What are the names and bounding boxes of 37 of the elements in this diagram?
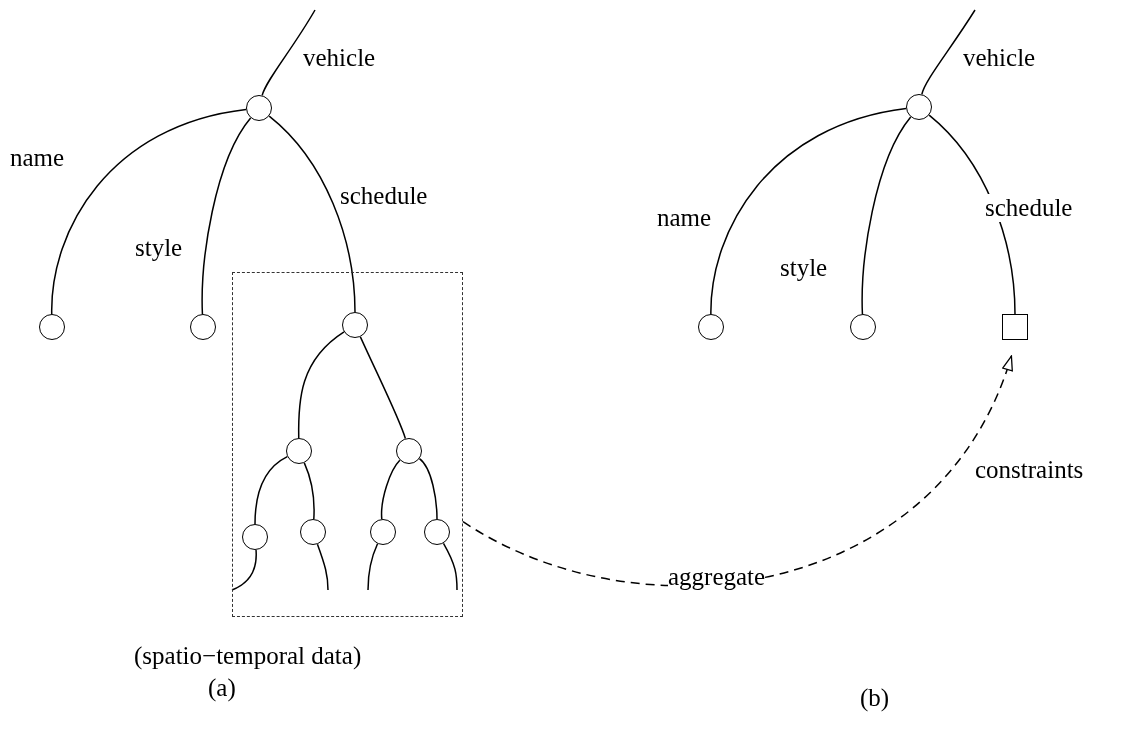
connector-line: [921, 9, 976, 96]
connector-line: [201, 117, 252, 315]
connector-line: [51, 108, 247, 315]
tree-node-circle: [285, 437, 312, 464]
connector-line: [297, 331, 345, 439]
panel-label: (a): [208, 674, 236, 702]
connector-line: [418, 458, 438, 520]
connector-line: [303, 462, 315, 520]
connector-line: [254, 455, 289, 525]
connector-line: [710, 107, 907, 315]
connector-line: [380, 459, 401, 520]
tree-node-circle: [241, 523, 268, 550]
tree-node-circle: [850, 314, 876, 340]
connector-line: [268, 115, 356, 313]
square-node: [1002, 314, 1028, 340]
connector-line: [316, 543, 329, 591]
tree-node-circle: [246, 95, 272, 121]
connector-line: [359, 336, 407, 440]
connector-line: [261, 9, 316, 97]
region-caption: (spatio−temporal data): [134, 642, 362, 670]
annotation-label: constraints: [975, 456, 1084, 484]
connector-line: [861, 116, 912, 315]
connector-line: [367, 543, 379, 591]
tree-node-circle: [395, 437, 422, 464]
tree-node-circle: [341, 311, 368, 338]
tree-node-circle: [369, 518, 396, 545]
tree-node-circle: [906, 94, 932, 120]
connector-line: [231, 549, 257, 591]
dashed-region-box: [232, 272, 463, 617]
tree-node-circle: [423, 518, 450, 545]
tree-node-circle: [299, 518, 326, 545]
edge-label: schedule: [985, 194, 1073, 222]
panel-label: (b): [860, 684, 890, 712]
connector-line: [442, 542, 458, 591]
tree-node-circle: [190, 314, 216, 340]
tree-node-circle: [39, 314, 65, 340]
tree-node-circle: [698, 314, 724, 340]
